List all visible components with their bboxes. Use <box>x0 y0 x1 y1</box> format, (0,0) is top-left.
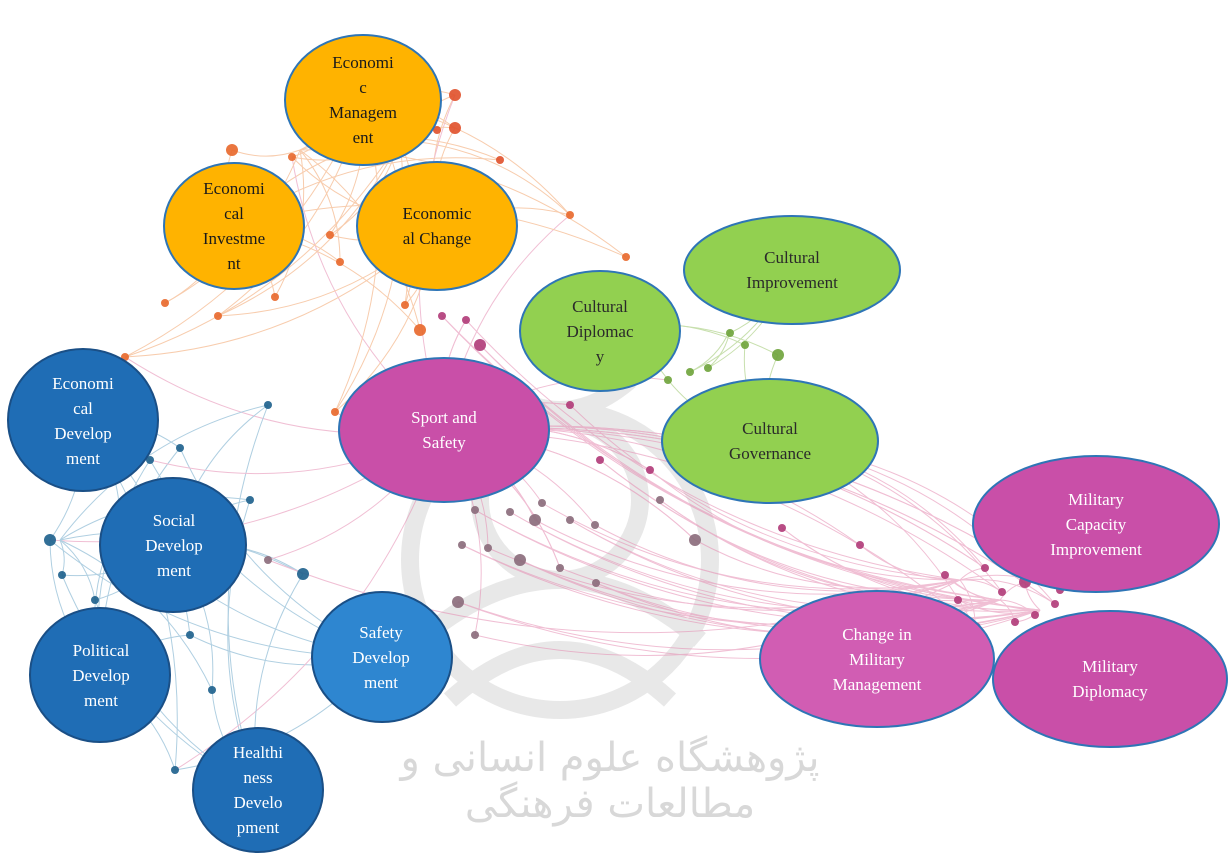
network-dot <box>704 364 712 372</box>
network-edge <box>299 149 341 263</box>
network-dot <box>458 541 466 549</box>
network-dot <box>462 316 470 324</box>
network-dot <box>496 156 504 164</box>
network-dot <box>529 514 541 526</box>
network-dot <box>474 339 486 351</box>
node-military-capacity-improvement[interactable] <box>972 455 1220 593</box>
network-dot <box>556 564 564 572</box>
network-dot <box>214 312 222 320</box>
dot-layer <box>44 89 1064 774</box>
network-dot <box>656 496 664 504</box>
network-edge <box>534 519 961 595</box>
network-edge <box>59 539 65 576</box>
network-dot <box>591 521 599 529</box>
network-dot <box>1051 600 1059 608</box>
network-edge <box>59 404 269 541</box>
node-safety-development[interactable] <box>311 591 453 723</box>
network-dot <box>686 368 694 376</box>
network-dot <box>689 534 701 546</box>
network-dot <box>538 499 546 507</box>
network-dot <box>484 544 492 552</box>
network-dot <box>146 456 154 464</box>
network-dot <box>664 376 672 384</box>
watermark-caption: پژوهشگاه علوم انسانی و مطالعات فرهنگی <box>400 735 820 827</box>
network-dot <box>433 126 441 134</box>
network-dot <box>186 631 194 639</box>
node-change-in-military-management[interactable] <box>759 590 995 728</box>
network-dot <box>176 444 184 452</box>
network-edge <box>959 567 986 581</box>
network-dot <box>954 596 962 604</box>
network-dot <box>726 329 734 337</box>
network-dot <box>566 516 574 524</box>
network-dot <box>856 541 864 549</box>
network-dot <box>452 596 464 608</box>
network-edge <box>959 578 1056 605</box>
node-economical-change[interactable] <box>356 161 518 291</box>
node-political-development[interactable] <box>29 607 171 743</box>
network-dot <box>449 122 461 134</box>
node-economical-investment[interactable] <box>163 162 305 290</box>
network-dot <box>741 341 749 349</box>
network-dot <box>271 293 279 301</box>
network-dot <box>161 299 169 307</box>
network-dot <box>331 408 339 416</box>
network-edge <box>599 459 1041 611</box>
network-dot <box>596 456 604 464</box>
network-dot <box>778 524 786 532</box>
network-dot <box>208 686 216 694</box>
network-dot <box>438 312 446 320</box>
network-dot <box>264 556 272 564</box>
network-dot <box>264 401 272 409</box>
network-dot <box>1011 618 1019 626</box>
network-dot <box>401 301 409 309</box>
network-edge <box>124 139 401 358</box>
network-dot <box>592 579 600 587</box>
network-dot <box>941 571 949 579</box>
node-healthiness-development[interactable] <box>192 727 324 853</box>
network-dot <box>449 89 461 101</box>
network-dot <box>326 231 334 239</box>
node-cultural-diplomacy[interactable] <box>519 270 681 392</box>
network-edge <box>59 539 96 601</box>
network-dot <box>514 554 526 566</box>
network-dot <box>981 564 989 572</box>
network-edge <box>569 404 961 581</box>
network-dot <box>566 401 574 409</box>
network-edge <box>541 502 961 590</box>
network-dot <box>1031 611 1039 619</box>
node-cultural-governance[interactable] <box>661 378 879 504</box>
network-dot <box>288 153 296 161</box>
node-military-diplomacy[interactable] <box>992 610 1228 748</box>
network-dot <box>506 508 514 516</box>
network-dot <box>622 253 630 261</box>
node-social-development[interactable] <box>99 477 247 613</box>
network-dot <box>471 631 479 639</box>
network-dot <box>414 324 426 336</box>
network-dot <box>566 211 574 219</box>
network-dot <box>226 144 238 156</box>
node-cultural-improvement[interactable] <box>683 215 901 325</box>
network-dot <box>772 349 784 361</box>
network-dot <box>44 534 56 546</box>
network-edge <box>649 469 961 581</box>
network-dot <box>91 596 99 604</box>
network-dot <box>297 568 309 580</box>
network-edge <box>465 319 961 581</box>
network-dot <box>471 506 479 514</box>
node-economic-management[interactable] <box>284 34 442 166</box>
node-economical-development[interactable] <box>7 348 159 492</box>
node-sport-and-safety[interactable] <box>338 357 550 503</box>
network-dot <box>336 258 344 266</box>
network-dot <box>246 496 254 504</box>
network-edge <box>594 524 961 592</box>
network-edge <box>217 139 401 317</box>
network-dot <box>171 766 179 774</box>
network-dot <box>998 588 1006 596</box>
network-edge <box>231 149 301 157</box>
network-dot <box>646 466 654 474</box>
network-dot <box>58 571 66 579</box>
